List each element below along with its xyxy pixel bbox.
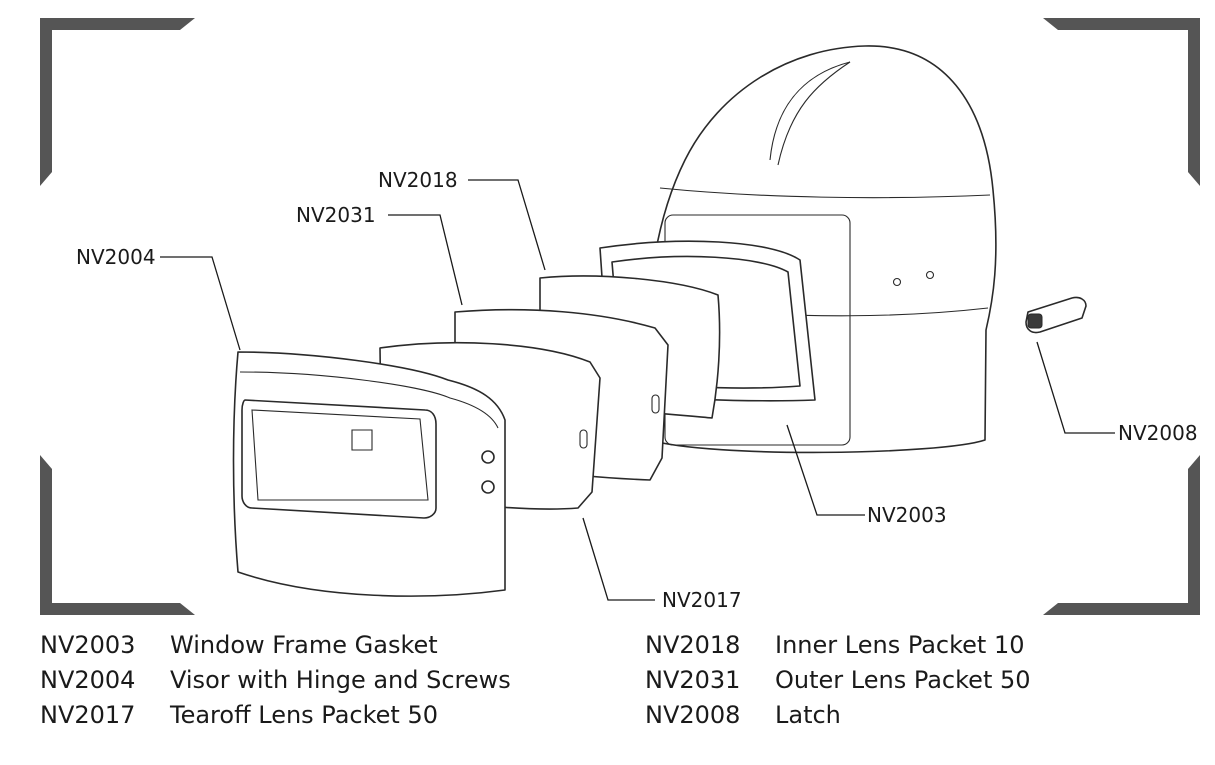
leader-lines — [160, 179, 1115, 601]
legend-part-code: NV2031 — [645, 666, 741, 694]
callout-nv2004: NV2004 — [76, 245, 156, 269]
legend-part-code: NV2003 — [40, 631, 136, 659]
legend-part-description: Inner Lens Packet 10 — [775, 631, 1025, 659]
legend-part-code: NV2004 — [40, 666, 136, 694]
latch — [1025, 296, 1087, 334]
legend-part-description: Tearoff Lens Packet 50 — [170, 701, 438, 729]
bracket-bottom-right — [1043, 455, 1200, 615]
bracket-top-left — [40, 18, 195, 186]
legend-row: NV2017 Tearoff Lens Packet 50 — [40, 698, 511, 733]
legend-row: NV2031 Outer Lens Packet 50 — [645, 663, 1031, 698]
legend-part-description: Outer Lens Packet 50 — [775, 666, 1031, 694]
legend-row: NV2004 Visor with Hinge and Screws — [40, 663, 511, 698]
legend-right-column: NV2018 Inner Lens Packet 10 NV2031 Outer… — [645, 628, 1031, 733]
callout-nv2031: NV2031 — [296, 203, 376, 227]
callout-nv2017: NV2017 — [662, 588, 742, 612]
callout-nv2008: NV2008 — [1118, 421, 1198, 445]
bracket-bottom-left — [40, 455, 195, 615]
legend-part-description: Latch — [775, 701, 841, 729]
callout-nv2018: NV2018 — [378, 168, 458, 192]
legend-left-column: NV2003 Window Frame Gasket NV2004 Visor … — [40, 628, 511, 733]
bracket-top-right — [1043, 18, 1200, 186]
legend-part-code: NV2018 — [645, 631, 741, 659]
legend-part-description: Window Frame Gasket — [170, 631, 438, 659]
legend-part-code: NV2017 — [40, 701, 136, 729]
legend-row: NV2003 Window Frame Gasket — [40, 628, 511, 663]
legend-part-description: Visor with Hinge and Screws — [170, 666, 511, 694]
callout-nv2003: NV2003 — [867, 503, 947, 527]
legend-part-code: NV2008 — [645, 701, 741, 729]
legend-row: NV2008 Latch — [645, 698, 1031, 733]
legend-row: NV2018 Inner Lens Packet 10 — [645, 628, 1031, 663]
visor — [232, 351, 506, 597]
